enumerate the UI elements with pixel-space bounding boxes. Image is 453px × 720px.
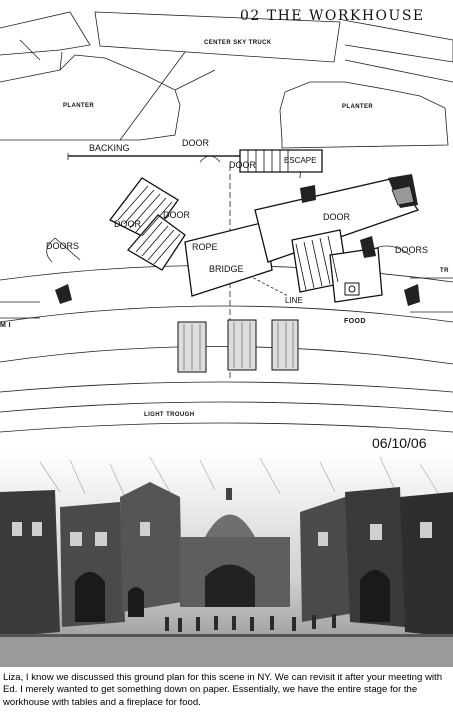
sheet-title: 02 THE WORKHOUSE — [240, 8, 425, 24]
sheet-date: 06/10/06 — [372, 435, 427, 451]
label-line: LINE — [285, 296, 303, 305]
label-escape: ESCAPE — [284, 156, 317, 165]
label-door-left: DOOR — [114, 219, 141, 229]
label-door-top: DOOR — [182, 138, 209, 148]
label-door-upper-center: DOOR — [163, 210, 190, 220]
label-rope: ROPE — [192, 242, 218, 252]
label-light-trough: LIGHT TROUGH — [144, 412, 195, 418]
label-food: FOOD — [344, 318, 366, 325]
label-door-right: DOOR — [323, 212, 350, 222]
label-door-center: DOOR — [229, 160, 256, 170]
ground-plan — [0, 11, 453, 433]
caption-note: Liza, I know we discussed this ground pl… — [3, 672, 443, 708]
label-center-sky-truck: CENTER SKY TRUCK — [204, 40, 272, 46]
label-doors-left: DOORS — [46, 241, 80, 251]
label-bridge: BRIDGE — [209, 264, 244, 274]
label-planter-left: PLANTER — [63, 103, 95, 109]
set-rendering-sketch — [0, 452, 453, 667]
label-edge-left: M I — [0, 322, 11, 329]
label-planter-right: PLANTER — [342, 104, 374, 110]
label-edge-right: TR — [440, 268, 449, 274]
label-doors-right: DOORS — [395, 245, 429, 255]
label-backing: BACKING — [89, 143, 130, 153]
